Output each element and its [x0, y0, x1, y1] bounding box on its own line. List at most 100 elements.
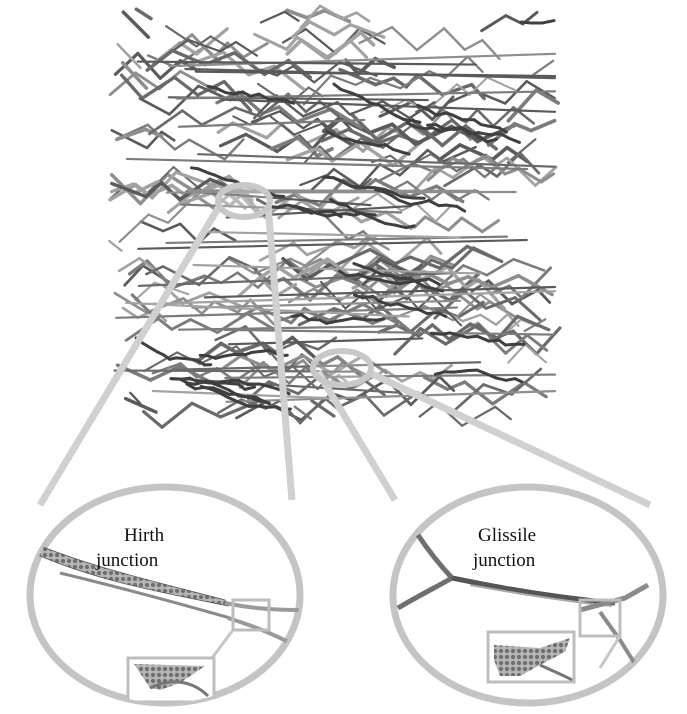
dislocation-segment [510, 367, 543, 396]
dislocation-segment [269, 135, 301, 151]
dislocation-segment [203, 285, 557, 299]
dislocation-segment [200, 106, 237, 127]
dislocation-segment [192, 263, 483, 275]
dislocation-segment [487, 338, 501, 343]
dislocation-segment [137, 272, 453, 287]
dislocation-segment [486, 76, 517, 92]
dislocation-segment [415, 280, 427, 289]
dislocation-segment [332, 23, 353, 37]
hirth-dislocation-secondary [59, 571, 231, 620]
dislocation-segment [409, 201, 423, 207]
dislocation-segment [308, 273, 339, 302]
dislocation-segment [183, 357, 199, 362]
dislocation-segment [274, 194, 286, 199]
dislocation-segment [350, 91, 364, 99]
dislocation-segment [189, 318, 219, 334]
dislocation-segment [467, 131, 481, 136]
dislocation-segment [247, 395, 263, 403]
dislocation-segment [316, 212, 329, 218]
dislocation-segment [246, 382, 261, 387]
dislocation-segment [437, 143, 462, 162]
dislocation-segment [348, 39, 369, 59]
dislocation-segment [148, 109, 184, 136]
dislocation-segment [304, 27, 337, 55]
dislocation-segment [476, 134, 489, 144]
dislocation-segment [228, 388, 241, 398]
dislocation-segment [433, 370, 447, 376]
dislocation-segment [196, 167, 210, 175]
dislocation-segment [372, 186, 387, 191]
dislocation-segment [177, 324, 404, 331]
dislocation-segment [195, 358, 207, 367]
dislocation-segment [249, 298, 276, 327]
dislocation-segment [199, 384, 213, 391]
dislocation-segment [534, 326, 562, 356]
dislocation-segment [318, 4, 344, 20]
dislocation-segment [346, 127, 380, 145]
dislocation-segment [504, 342, 519, 347]
dislocation-segment [407, 306, 421, 312]
dislocation-segment [175, 90, 557, 100]
connector-left-inner [264, 204, 296, 501]
dislocation-segment [108, 239, 123, 252]
dislocation-segment [523, 343, 548, 364]
dislocation-segment [405, 121, 418, 129]
dislocation-segment [190, 401, 223, 419]
dislocation-segment [381, 190, 394, 198]
dislocation-segment [393, 180, 409, 190]
dislocation-segment [156, 317, 174, 331]
dislocation-segment [304, 261, 334, 282]
dislocation-segment [241, 42, 269, 59]
glissile-inset-atoms [494, 638, 570, 676]
dislocation-segment [299, 174, 328, 187]
dislocation-segment [213, 173, 228, 182]
dislocation-segment [363, 318, 378, 322]
dislocation-segment [381, 100, 411, 120]
dislocation-segment [361, 294, 375, 300]
dislocation-segment [113, 51, 140, 76]
dislocation-segment [466, 334, 479, 339]
dislocation-segment [220, 378, 233, 384]
dislocation-segment [320, 355, 340, 367]
dislocation-segment [285, 35, 299, 51]
dislocation-segment [484, 296, 517, 310]
dislocation-segment [394, 223, 408, 230]
dislocation-segment [416, 103, 431, 112]
glissile-zoom-content [396, 533, 650, 684]
glissile-dislocation-tail-b [598, 610, 642, 674]
dislocation-segment [427, 277, 441, 286]
dislocation-segment [118, 213, 150, 243]
dislocation-segment [408, 101, 436, 120]
dislocation-segment [185, 382, 197, 391]
dislocation-segment [196, 153, 557, 168]
dislocation-segment [289, 257, 307, 267]
dislocation-segment [332, 247, 372, 268]
dislocation-segment [341, 11, 358, 20]
dislocation-segment [367, 142, 380, 148]
dislocation-segment [134, 71, 161, 91]
dislocation-segment [411, 162, 436, 174]
dislocation-segment [302, 117, 319, 130]
dislocation-segment [438, 375, 456, 392]
dislocation-segment [145, 265, 165, 276]
dislocation-segment [160, 130, 176, 142]
dislocation-segment [355, 11, 371, 23]
dislocation-segment [168, 84, 200, 116]
dislocation-segment [285, 8, 309, 20]
dislocation-segment [400, 195, 415, 200]
dislocation-segment [480, 14, 508, 33]
dislocation-segment [208, 177, 226, 187]
dislocation-segment [224, 178, 238, 183]
dislocation-segment [332, 82, 343, 92]
dislocation-segment [339, 88, 354, 95]
dislocation-segment [330, 141, 363, 163]
dislocation-segment [425, 311, 440, 315]
dislocation-segment [293, 122, 325, 136]
dislocation-segment [138, 97, 171, 116]
dislocation-segment [436, 311, 448, 318]
dislocation-segment [268, 114, 296, 136]
dislocation-segment [115, 306, 459, 319]
dislocation-segment [447, 216, 464, 232]
dislocation-segment [277, 105, 299, 124]
dislocation-segment [218, 388, 231, 396]
